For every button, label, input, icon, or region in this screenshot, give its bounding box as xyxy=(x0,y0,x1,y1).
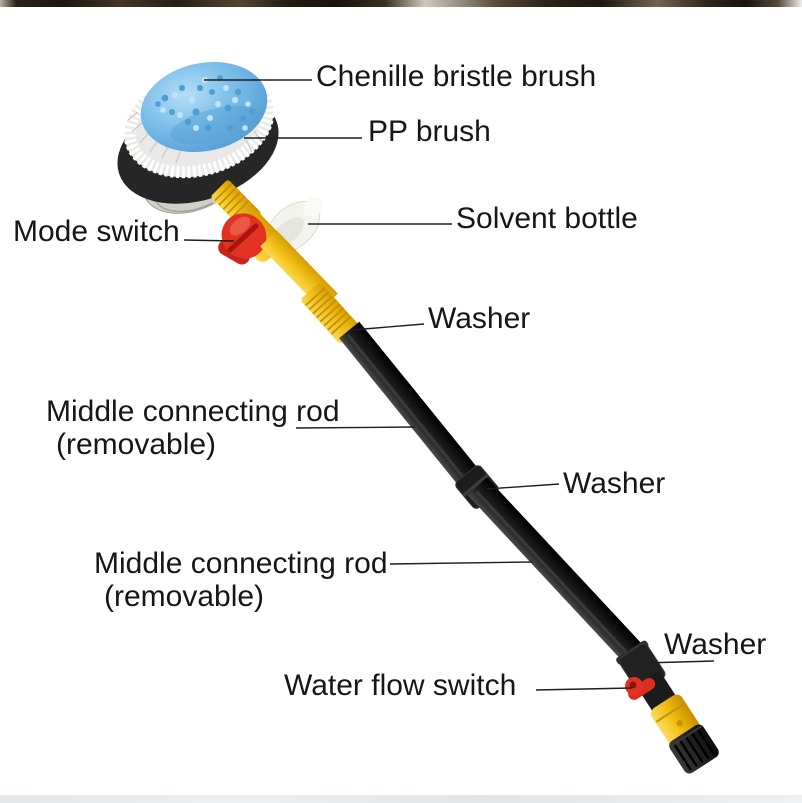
label-chenille-bristle-brush: Chenille bristle brush xyxy=(316,60,597,93)
label-mode-switch: Mode switch xyxy=(13,215,180,248)
label-washer-middle: Washer xyxy=(563,467,666,500)
label-solvent-bottle: Solvent bottle xyxy=(456,202,638,235)
leader-rod-lower xyxy=(389,561,533,565)
leader-lines xyxy=(183,79,715,691)
label-middle-rod-lower-line2: (removable) xyxy=(104,580,265,613)
label-washer-top: Washer xyxy=(428,302,531,335)
leader-washer-middle xyxy=(486,483,560,490)
label-middle-rod-upper: Middle connecting rod (removable) xyxy=(46,395,340,461)
chenille-pad xyxy=(140,61,268,153)
label-water-flow-switch: Water flow switch xyxy=(284,669,517,702)
leader-washer-top xyxy=(351,323,425,331)
bottom-photo-edge-strip xyxy=(0,795,802,803)
connecting-rod-upper xyxy=(339,321,489,499)
upper-handle xyxy=(211,180,359,343)
leader-washer-bottom xyxy=(643,660,715,664)
label-middle-rod-lower: Middle connecting rod (removable) xyxy=(94,547,388,613)
handle-rib-bottom xyxy=(301,283,359,343)
label-middle-rod-lower-line1: Middle connecting rod xyxy=(94,547,388,580)
label-middle-rod-upper-line1: Middle connecting rod xyxy=(46,395,340,428)
leader-rod-upper xyxy=(295,426,415,429)
leader-mode-switch xyxy=(183,239,235,242)
label-washer-bottom: Washer xyxy=(664,628,767,661)
top-photo-edge-strip xyxy=(0,0,802,7)
end-cap xyxy=(669,724,719,774)
brush-head xyxy=(117,61,279,214)
leader-water-flow xyxy=(535,687,633,691)
connecting-rod-lower xyxy=(467,477,651,671)
label-pp-brush: PP brush xyxy=(368,115,491,148)
label-middle-rod-upper-line2: (removable) xyxy=(56,428,217,461)
mode-switch-knob xyxy=(218,213,267,265)
